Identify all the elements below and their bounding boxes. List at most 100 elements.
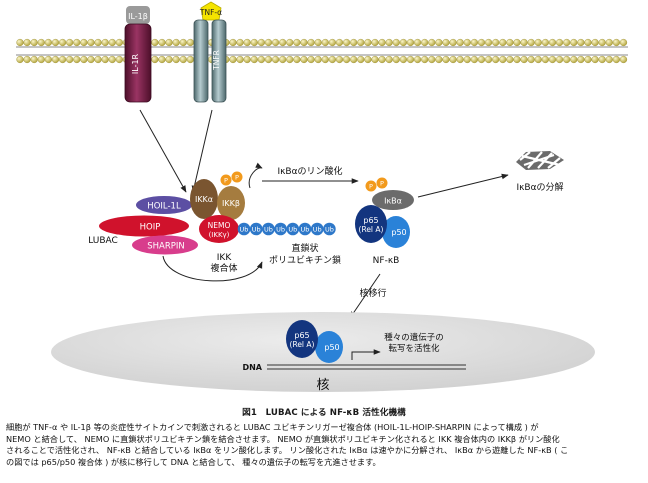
transcription-label-2: 転写を活性化 [388,343,440,354]
lipid-head [541,38,550,47]
lipid-head [158,55,166,64]
p50-label: p50 [391,228,406,237]
lipid-head [44,38,53,47]
tnfr-receptor: TNF-α TNFR [193,1,227,103]
lipid-head [257,38,266,47]
tnfr-arrow [191,109,213,193]
lipid-head [101,55,109,64]
lipid-head [570,38,578,47]
lipid-head [172,38,180,47]
lipid-head [492,55,500,64]
lipid-head [115,55,124,64]
lipid-head [605,55,613,64]
hoil-1l [136,196,192,214]
lipid-head [570,55,578,64]
lipid-head [73,38,81,47]
nfkb-ikba-complex: P P IκBα p50 p65 (Rel A) NF-κB [355,177,414,266]
ubiquitin-6 [298,222,312,236]
tnfa-ligand [200,1,222,21]
lipid-head [51,55,60,64]
lipid-head [371,38,379,47]
lipid-head [279,55,287,64]
ubiquitin-label-5: Ub [288,226,297,234]
lipid-head [30,38,38,47]
lipid-head [186,55,195,64]
degraded-ikba [516,151,564,170]
lipid-head [58,38,67,47]
lipid-head [243,38,251,47]
lipid-head [236,55,244,64]
lipid-head [94,38,102,47]
lipid-head [378,38,386,47]
lipid-head [577,55,585,64]
lipid-head [456,55,464,64]
description-line-2: NEMO と結合して、 NEMO に直鎖状ポリユビキチン鎖を結合させます。 NE… [6,433,560,444]
lipid-head [16,55,24,64]
lipid-head [357,55,365,64]
ikk-activation-arrow [248,162,263,189]
lipid-head [463,38,471,47]
ikk-phospho-1 [220,174,232,186]
lipid-head [158,38,166,47]
lipid-head [371,55,379,64]
ikk-phospho-1-label: P [224,177,228,185]
lipid-head [399,55,408,64]
p65-label-2: (Rel A) [359,225,384,234]
ikk-phospho-2-label: P [235,174,239,182]
nucleus: DNA p50 p65 (Rel A) 種々の遺伝子の 転写を活性化 核 [51,312,595,393]
lipid-head [37,55,45,64]
translocation-arrow [349,273,381,319]
nemo [199,215,239,243]
lipid-head [619,38,628,47]
figure-caption: 図1 LUBAC による NF-κB 活性化機構 [242,408,406,418]
tnfr-body-left [193,19,209,103]
lipid-head [485,55,493,64]
hoip-label: HOIP [140,223,161,233]
lipid-head [307,38,315,47]
lipid-head [555,55,564,64]
lipid-head [250,55,258,64]
lipid-head [534,55,542,64]
ikk-beta [217,186,245,220]
figure-description: 細胞が TNF-α や IL-1β 等の炎症性サイトカインで刺激されると LUB… [6,422,646,468]
nemo-label: NEMO [208,221,231,230]
ubiquitination-loop-arrow [162,255,263,282]
ubiquitin-label-7: Ub [313,226,322,234]
lipid-head [513,38,521,47]
ikba-phospho-2-label: P [380,180,384,188]
lipid-head [243,55,251,64]
lipid-head [321,55,329,64]
il1r-arrow [139,109,187,193]
lipid-head [520,55,528,64]
lipid-head [392,55,400,64]
description-line-3: されることで活性化され、 NF-κB と結合している IκBα をリン酸化します… [6,445,569,456]
lipid-head [279,38,287,47]
ubiquitin-label-8: Ub [325,226,334,234]
il1b-ligand-label: IL-1β [128,12,148,21]
lipid-head [272,38,280,47]
lipid-head [492,38,500,47]
lipid-head [179,55,187,64]
ubiquitin-label-6: Ub [301,226,310,234]
lipid-head [499,55,507,64]
lipid-head [257,55,266,64]
lipid-head [541,55,550,64]
lipid-head [506,38,514,47]
transcription-arrow [351,349,381,360]
ikba-phospho-1-label: P [369,183,373,191]
lipid-head [385,55,393,64]
ubiquitin-5 [286,222,300,236]
lipid-head [272,55,280,64]
lipid-head [442,55,450,64]
tnfr-body-right [211,19,227,103]
lipid-head [293,55,301,64]
tnfr-label: TNFR [212,50,221,71]
il1r-receptor: IL-1β IL-1R [124,6,152,103]
ubiquitin-label-1: Ub [240,226,249,234]
lipid-head [435,38,443,47]
lipid-head [527,38,535,47]
ubiquitin-3 [262,222,275,236]
lipid-head [364,38,372,47]
lipid-head [335,38,344,47]
translocation-label: 核移行 [359,287,386,299]
